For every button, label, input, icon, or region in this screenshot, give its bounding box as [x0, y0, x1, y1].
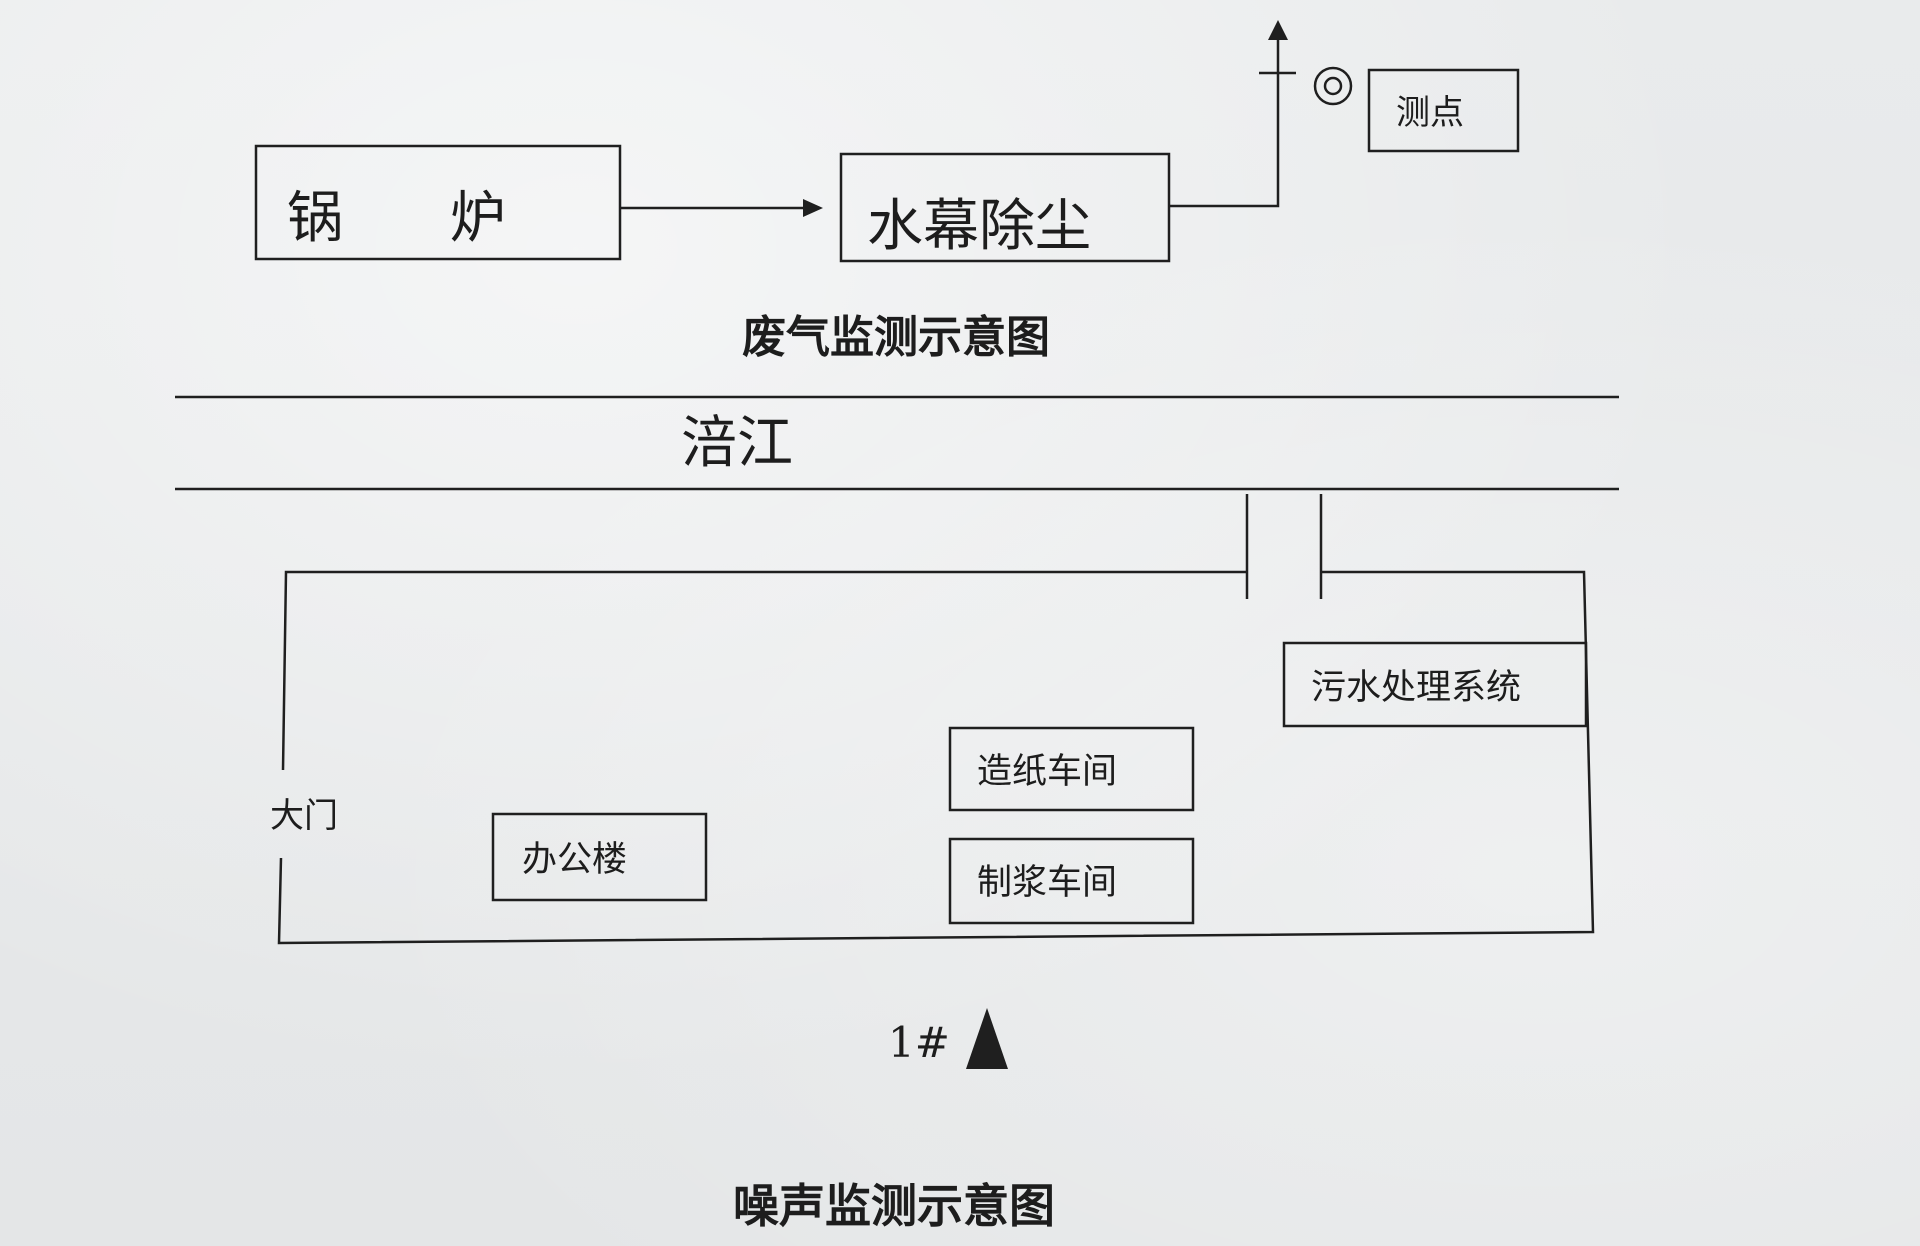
paper-workshop-box: [948, 726, 1195, 812]
noise-diagram-title: 噪声监测示意图: [733, 1179, 1055, 1233]
paper-workshop-label: 造纸车间: [977, 752, 1117, 792]
stack-arrowhead: [1268, 20, 1288, 40]
sewage-treatment-label: 污水处理系统: [1311, 668, 1521, 708]
gate-label: 大门: [270, 796, 338, 836]
office-building-label: 办公楼: [522, 840, 627, 880]
noise-point-label: 1#: [888, 1018, 950, 1067]
factory-boundary: [281, 570, 1247, 771]
pulp-workshop-label: 制浆车间: [977, 863, 1117, 903]
dust-removal-box: [839, 152, 1171, 263]
measure-point-icon: [1313, 66, 1353, 106]
boiler-box: [254, 144, 622, 261]
exhaust-diagram-title: 废气监测示意图: [742, 312, 1050, 363]
dust-removal-label: 水幕除尘: [867, 194, 1091, 259]
office-building-box: [491, 812, 708, 902]
river-label: 涪江: [681, 411, 793, 476]
exhaust-diagram: [254, 20, 1520, 263]
boiler-label: 锅 炉: [287, 186, 506, 251]
measure-point-legend-box: [1367, 68, 1520, 153]
stack-line: [1169, 40, 1280, 208]
factory-boundary-east: [277, 570, 1595, 945]
measure-point-icon-inner: [1323, 76, 1343, 96]
noise-diagram: [175, 395, 1619, 945]
pulp-workshop-box: [948, 837, 1195, 925]
noise-point-marker: [966, 1008, 1008, 1069]
sewage-treatment-box: [1282, 641, 1588, 728]
measure-point-label: 测点: [1396, 93, 1464, 133]
flow-arrowhead: [803, 199, 823, 217]
